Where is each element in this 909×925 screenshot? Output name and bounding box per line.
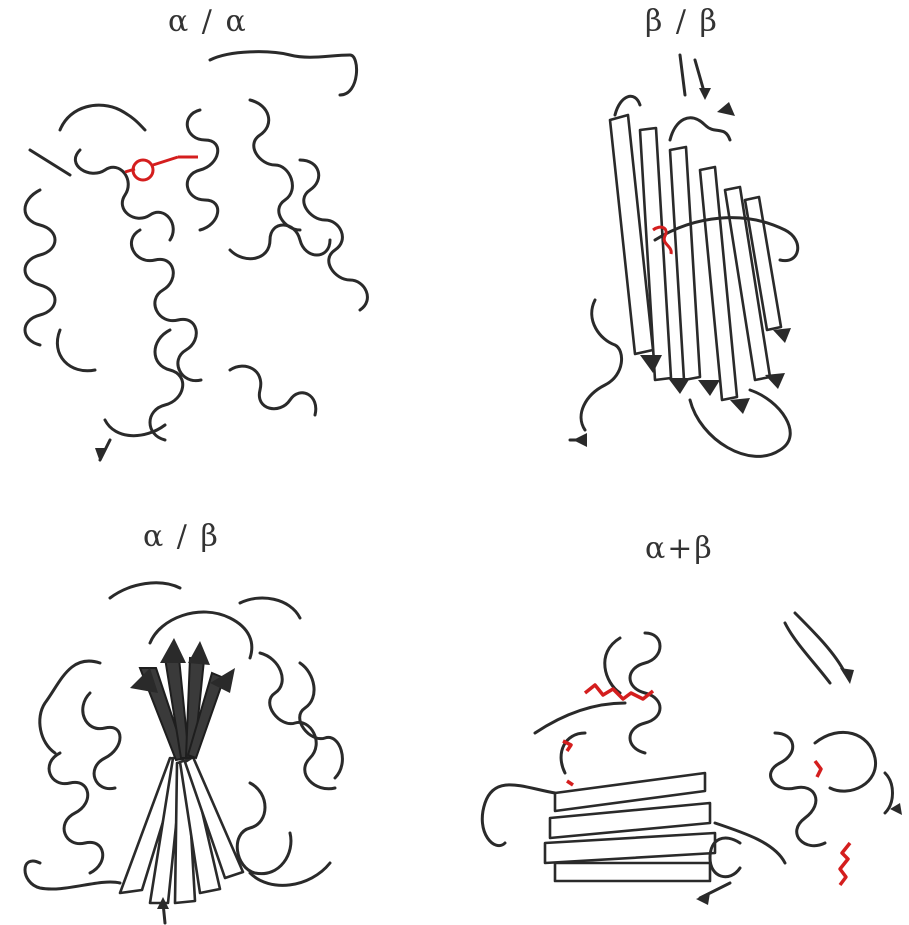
panel-alpha-alpha: α / α: [0, 0, 454, 462]
alpha-alpha-ribbon-diagram: [0, 0, 454, 462]
beta-beta-ribbon-diagram: [455, 0, 909, 462]
alpha-beta-ribbon-diagram: [0, 463, 454, 925]
panel-alpha-beta: α / β: [0, 463, 454, 925]
panel-beta-beta: β / β: [455, 0, 909, 462]
panel-alpha-plus-beta: α+β: [455, 463, 909, 925]
alpha-plus-beta-ribbon-diagram: [455, 463, 909, 925]
